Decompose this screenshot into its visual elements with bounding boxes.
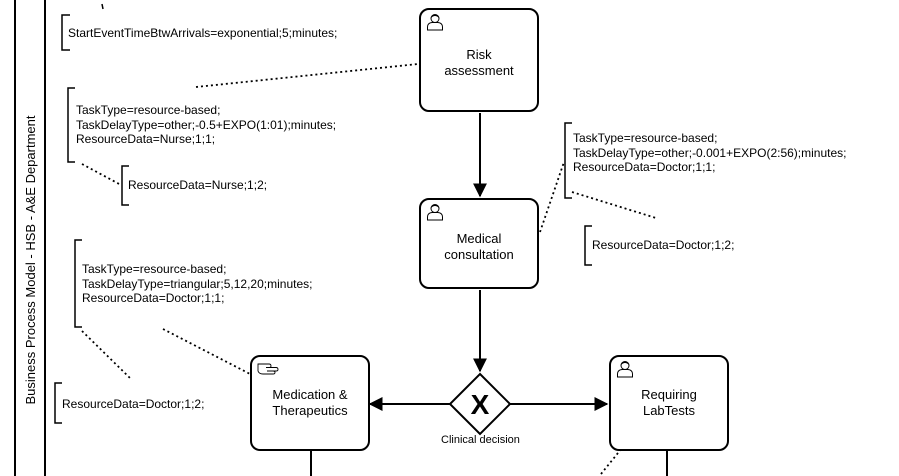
annotation-line: ResourceData=Nurse;1;1; [76,132,216,146]
annotation-bracket-medical-task [564,122,572,199]
association-medication-res [81,330,133,381]
task-medication-label: Medication & Therapeutics [272,387,348,418]
annotation-line: TaskDelayType=other;-0.001+EXPO(2:56);mi… [573,145,847,160]
association-medical-res [571,191,657,219]
annotation-line: TaskDelayType=other;-0.5+EXPO(1:01);minu… [76,117,337,132]
manual-hand-icon [257,363,279,375]
annotation-line: ResourceData=Doctor;1;2; [592,238,735,252]
annotation-line: ResourceData=Doctor;1;2; [62,397,205,411]
annotation-bracket-medication-task [74,239,82,328]
task-labtests-label: Requiring LabTests [641,387,697,418]
user-icon [617,361,633,378]
task-medication-therapeutics[interactable]: Medication & Therapeutics [250,355,370,451]
start-tick [101,3,104,10]
annotation-bracket-risk-task [67,87,75,163]
annotation-bracket-medical-res [584,225,592,266]
user-icon [427,204,443,221]
association-labtests [600,447,623,475]
association-medication [162,328,253,376]
task-medical-consultation[interactable]: Medical consultation [419,198,539,289]
annotation-line: TaskType=resource-based; [76,103,221,117]
annotation-line: ResourceData=Doctor;1;1; [82,291,225,305]
annotation-risk-task: TaskType=resource-based; TaskDelayType=o… [76,103,336,147]
annotation-start: StartEventTimeBtwArrivals=exponential;5;… [68,26,337,41]
association-risk [195,63,419,88]
annotation-bracket-start [61,14,70,51]
annotation-line: TaskDelayType=triangular;5,12,20;minutes… [82,276,313,291]
task-risk-label: Risk assessment [444,47,514,78]
annotation-medical-resource: ResourceData=Doctor;1;2; [592,238,734,253]
annotation-bracket-risk-res [121,165,129,206]
lane-label: Business Process Model - HSB - A&E Depar… [23,115,38,405]
annotation-risk-resource: ResourceData=Nurse;1;2; [128,178,267,193]
annotation-medical-task: TaskType=resource-based; TaskDelayType=o… [573,131,846,175]
association-risk-res [81,163,122,186]
annotation-medication-resource: ResourceData=Doctor;1;2; [62,397,204,412]
association-medical [539,161,565,233]
annotation-medication-task: TaskType=resource-based; TaskDelayType=t… [82,262,312,306]
user-icon [427,14,443,31]
task-requiring-labtests[interactable]: Requiring LabTests [609,355,729,451]
annotation-line: TaskType=resource-based; [573,131,718,145]
annotation-line: ResourceData=Doctor;1;1; [573,160,716,174]
annotation-line: ResourceData=Nurse;1;2; [128,178,268,192]
task-risk-assessment[interactable]: Risk assessment [419,8,539,112]
gateway-label: Clinical decision [441,434,520,446]
annotation-line: TaskType=resource-based; [82,262,227,276]
gateway-x-marker: X [471,389,490,420]
exclusive-gateway[interactable] [448,372,512,436]
annotation-bracket-medication-res [54,382,62,424]
annotation-line: StartEventTimeBtwArrivals=exponential;5;… [68,26,338,40]
task-medical-label: Medical consultation [444,230,514,262]
